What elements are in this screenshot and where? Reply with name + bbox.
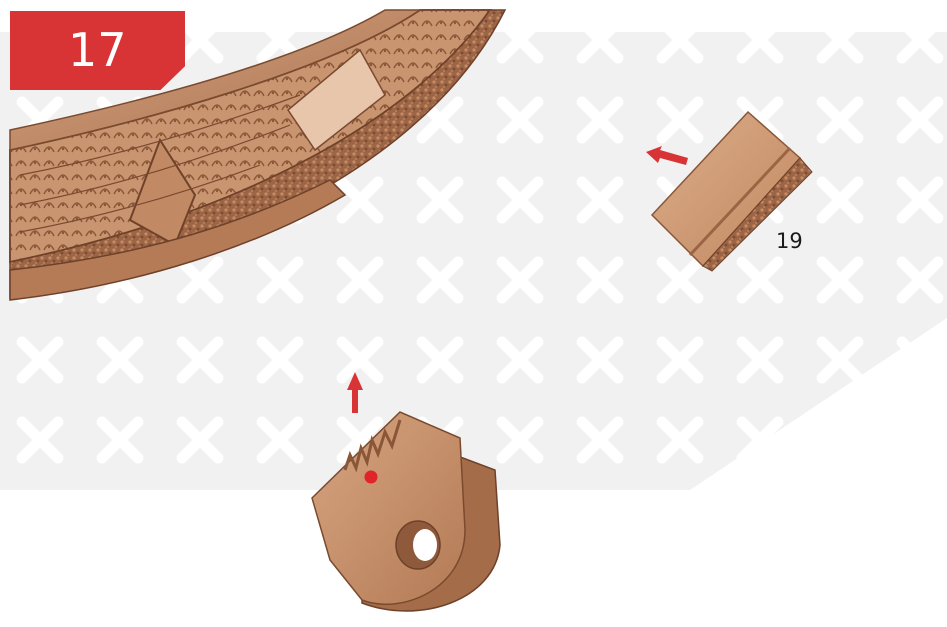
chevron-piece: [312, 412, 500, 611]
step-badge: 17: [10, 11, 185, 90]
marker-dot: [365, 471, 378, 484]
step-number: 17: [68, 25, 127, 75]
red-arrow-icon: [646, 146, 688, 165]
part-number-label: 19: [776, 229, 803, 253]
red-arrow-icon: [347, 372, 363, 413]
